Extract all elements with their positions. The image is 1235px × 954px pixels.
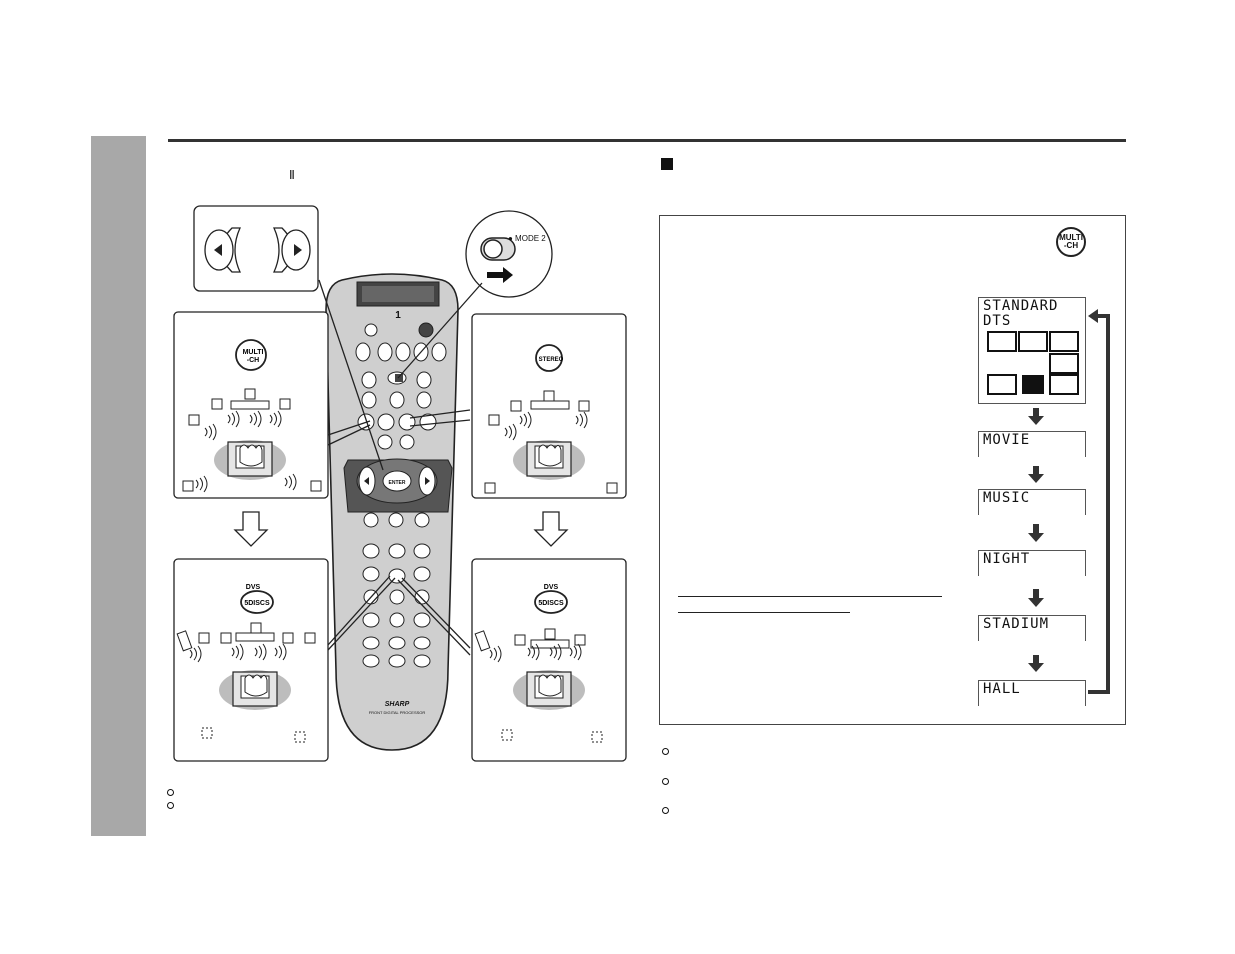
svg-text:● MODE 2: ● MODE 2	[508, 234, 546, 243]
speaker-indicator-grid	[987, 331, 1079, 395]
svg-text:-CH: -CH	[247, 357, 259, 364]
arrow-down-icon	[1028, 466, 1044, 483]
display-mode-stadium: STADIUM	[978, 615, 1086, 641]
text-underline	[678, 596, 942, 597]
svg-text:STEREO: STEREO	[539, 357, 564, 363]
svg-text:MULTI: MULTI	[243, 349, 264, 356]
header-rule	[168, 139, 1126, 142]
svg-text:5DISCS: 5DISCS	[244, 600, 270, 607]
arrow-down-icon	[1028, 524, 1044, 542]
mode-cycle-arrows	[1028, 309, 1110, 694]
remote-illustration: ● MODE 2 1 ENTER SHARP FRONT DIGITAL PRO…	[173, 205, 627, 762]
svg-text:1: 1	[395, 310, 401, 321]
arrow-down-icon	[1028, 655, 1044, 672]
display-mode-night: NIGHT	[978, 550, 1086, 576]
svg-text:FRONT DIGITAL PROCESSOR: FRONT DIGITAL PROCESSOR	[369, 710, 426, 715]
section-marker-square	[661, 158, 673, 170]
bullet	[662, 807, 669, 814]
bullet	[167, 789, 174, 796]
svg-text:ENTER: ENTER	[389, 480, 406, 486]
display-mode-music: MUSIC	[978, 489, 1086, 515]
display-line-2: DTS	[983, 313, 1012, 329]
roman-numeral-mark: Ⅱ	[289, 168, 295, 182]
svg-text:SHARP: SHARP	[385, 701, 410, 708]
text-underline	[678, 612, 850, 613]
svg-text:DVS: DVS	[246, 584, 261, 591]
bullet	[167, 802, 174, 809]
display-line-1: STANDARD	[983, 298, 1059, 314]
bullet	[662, 748, 669, 755]
side-tab	[91, 136, 146, 836]
svg-text:DVS: DVS	[544, 584, 559, 591]
sound-mode-panel	[659, 215, 1126, 725]
bullet	[662, 778, 669, 785]
arrow-down-icon	[1028, 408, 1044, 425]
arrow-down-icon	[1028, 589, 1044, 607]
display-mode-hall: HALL	[978, 680, 1086, 706]
svg-text:5DISCS: 5DISCS	[538, 600, 564, 607]
display-mode-movie: MOVIE	[978, 431, 1086, 457]
multi-ch-button-icon: MULTI-CH	[1056, 227, 1086, 257]
